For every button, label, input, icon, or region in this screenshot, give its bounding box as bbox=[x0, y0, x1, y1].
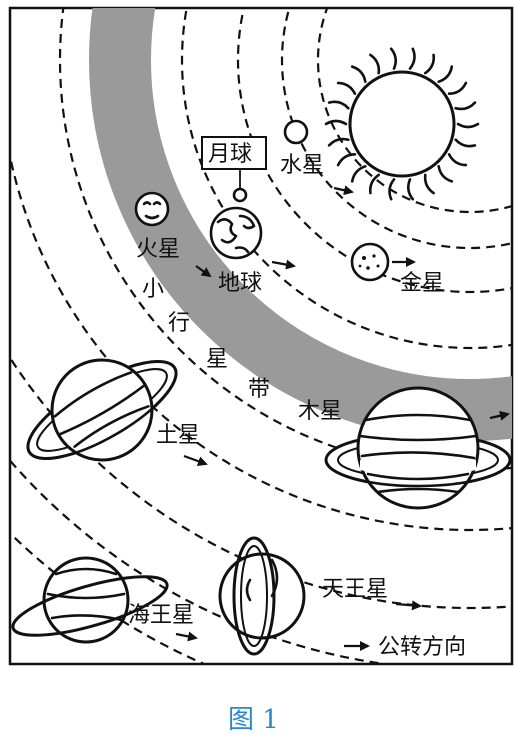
neptune-icon bbox=[11, 556, 169, 644]
sun-ray bbox=[350, 165, 367, 183]
figure-caption: 图 1 bbox=[228, 705, 279, 735]
sun-ray bbox=[327, 137, 350, 147]
sun-ray bbox=[437, 165, 454, 183]
asteroid-belt-label-char-4: 带 bbox=[248, 377, 270, 402]
legend-label: 公转方向 bbox=[378, 635, 466, 660]
sun-ray bbox=[388, 178, 396, 201]
uranus-label: 天王星 bbox=[322, 577, 388, 602]
jupiter-label: 木星 bbox=[298, 399, 342, 424]
orbit-uranus bbox=[10, 355, 512, 609]
sun-ray bbox=[327, 100, 350, 110]
sun-ray bbox=[336, 81, 357, 95]
orbit-earth bbox=[236, 8, 512, 294]
sun-ray bbox=[423, 173, 435, 195]
sun-ray bbox=[324, 119, 348, 126]
sun-ray bbox=[447, 153, 468, 167]
sun-ray bbox=[437, 65, 454, 83]
sun-icon bbox=[324, 47, 480, 201]
sun-ray bbox=[369, 53, 381, 75]
mars-icon bbox=[134, 191, 170, 227]
neptune-label: 海王星 bbox=[128, 603, 194, 628]
sun-ray bbox=[389, 47, 398, 70]
earth-label: 地球 bbox=[218, 271, 262, 296]
sun-ray bbox=[408, 47, 416, 70]
asteroid-belt-label-char-1: 小 bbox=[142, 277, 164, 302]
saturn-icon bbox=[26, 358, 178, 462]
venus-label: 金星 bbox=[400, 271, 444, 296]
asteroid-belt-band bbox=[89, 8, 512, 441]
uranus-icon bbox=[218, 536, 306, 656]
moon-label-box bbox=[201, 136, 267, 170]
mercury-label: 水星 bbox=[280, 153, 324, 178]
saturn-label: 土星 bbox=[156, 423, 200, 448]
asteroid-belt-label-char-3: 星 bbox=[206, 347, 228, 372]
earth-icon bbox=[209, 206, 263, 260]
sun-ray bbox=[336, 153, 357, 167]
sun-ray bbox=[454, 138, 477, 148]
sun-ray bbox=[368, 173, 380, 195]
jupiter-icon bbox=[324, 386, 512, 510]
sun-ray bbox=[456, 122, 480, 129]
venus-icon bbox=[350, 242, 390, 282]
orbit-mars bbox=[180, 8, 512, 350]
sun-ray bbox=[350, 65, 367, 83]
moon-label: 月球 bbox=[208, 142, 252, 167]
sun-ray bbox=[447, 81, 468, 95]
sun-ray bbox=[454, 101, 477, 111]
orbit-venus bbox=[280, 8, 512, 250]
sun-ray bbox=[424, 53, 436, 75]
orbit-saturn bbox=[10, 150, 512, 531]
moon-icon bbox=[232, 187, 248, 203]
mercury-icon bbox=[283, 119, 309, 145]
asteroid-belt-label-char-2: 行 bbox=[168, 311, 190, 336]
orbit-direction-arrows bbox=[175, 185, 510, 642]
mars-label: 火星 bbox=[136, 237, 180, 262]
sun-ray bbox=[406, 178, 415, 201]
orbits bbox=[10, 8, 512, 664]
